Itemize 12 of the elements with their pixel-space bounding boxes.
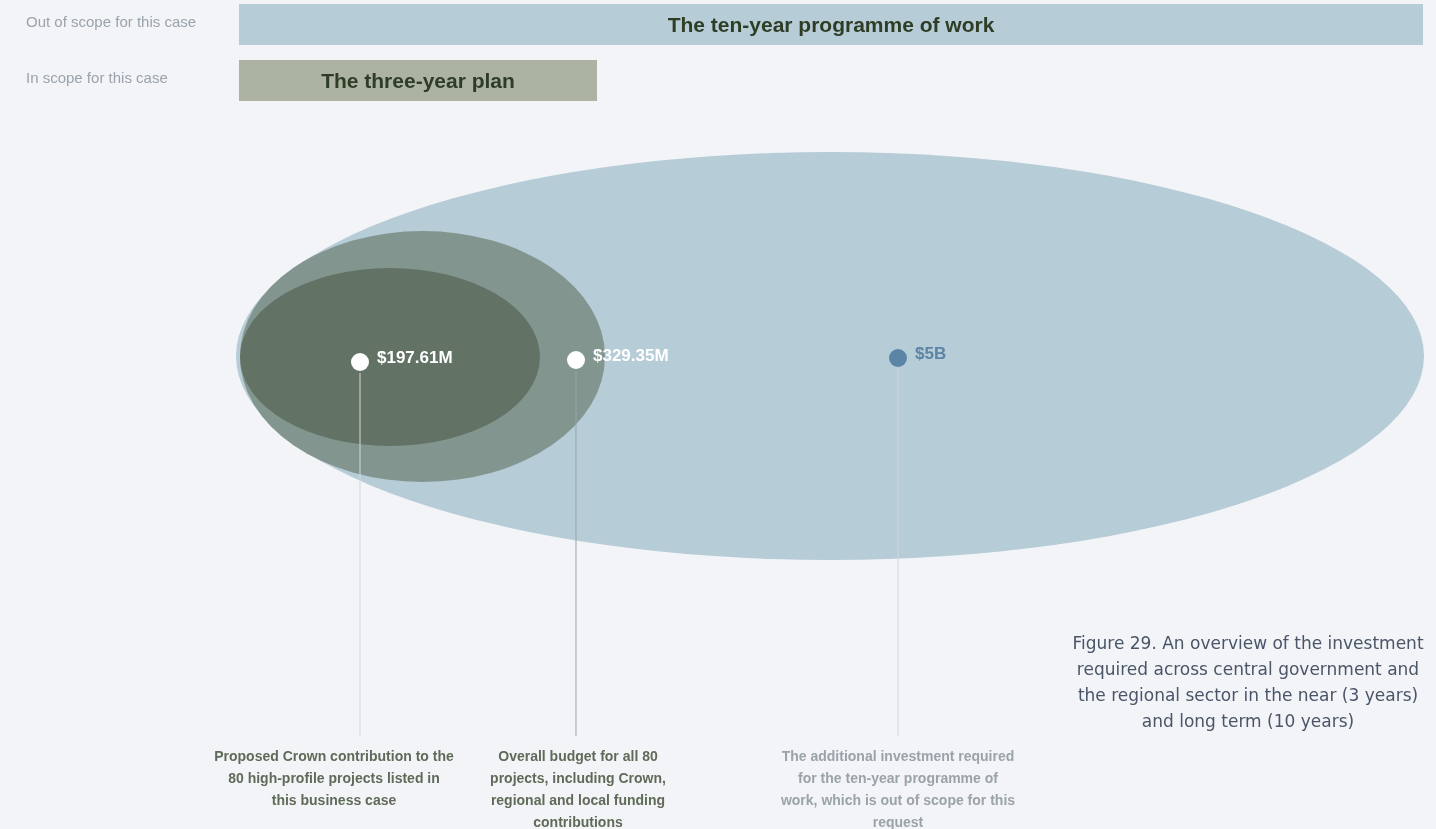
scope-label: Out of scope for this case <box>26 13 197 30</box>
leader-line <box>359 372 361 737</box>
description-text: The additional investment required for the ten-year programme of work, which is out of scope for this request <box>780 748 1016 829</box>
scope-bar: The three-year plan <box>239 60 597 101</box>
description-text: Overall budget for all 80 projects, including Crown, regional and local funding contributions <box>490 748 666 829</box>
value-label: $5B <box>915 344 947 364</box>
description-text: Proposed Crown contribution to the 80 high-profile projects listed in this business case <box>214 748 454 808</box>
figure-caption: Figure 29. An overview of the investment required across central government and the regional sector in the near (3 years) and long term (10 years) <box>1071 632 1425 733</box>
scope-bar: The ten-year programme of work <box>239 4 1423 45</box>
value-label: $197.61M <box>377 348 453 368</box>
leader-line <box>575 370 577 737</box>
scope-label: In scope for this case <box>26 69 168 86</box>
